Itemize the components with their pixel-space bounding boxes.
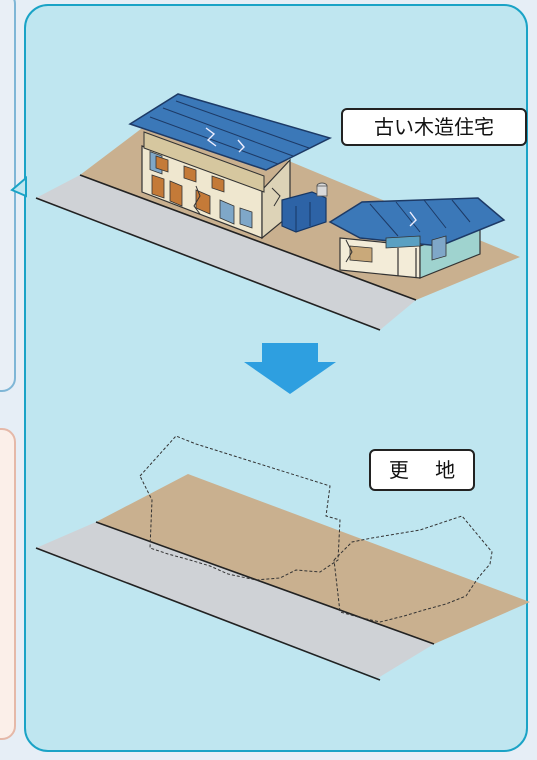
removed-houses-outline	[139, 435, 493, 623]
two-story-house-icon	[128, 93, 333, 240]
road-bottom	[36, 522, 434, 678]
lot-ground-bottom	[96, 474, 530, 644]
down-arrow-icon	[244, 343, 336, 394]
old-wooden-house-label: 古い木造住宅	[341, 108, 527, 146]
water-tank-icon	[281, 182, 328, 233]
vacant-land-label: 更 地	[369, 449, 475, 491]
speech-pointer	[10, 175, 27, 198]
one-story-house-icon	[328, 197, 506, 279]
road-top	[36, 175, 416, 330]
